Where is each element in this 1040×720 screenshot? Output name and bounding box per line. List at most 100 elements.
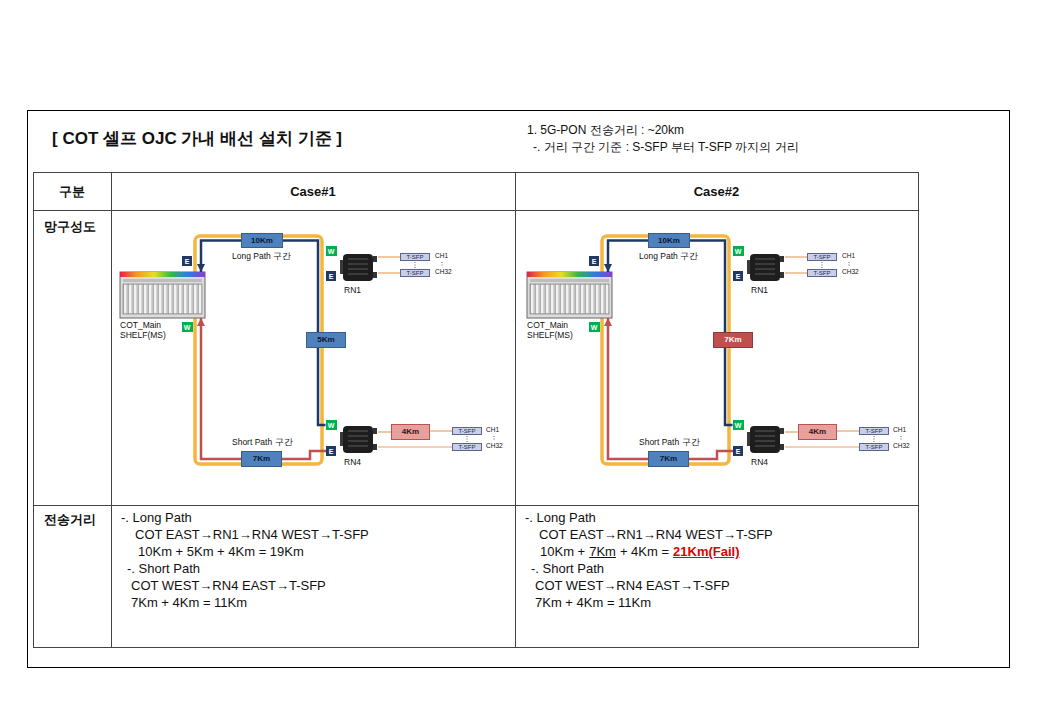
distance-box: 7Km	[713, 332, 753, 348]
node-label: COT_Main SHELF(MS)	[527, 321, 585, 341]
rn-icon	[340, 254, 377, 281]
node-label: RN1	[344, 286, 361, 296]
text-label: 10Km + 5Km + 4Km = 19Km	[138, 544, 304, 560]
distance-box: 4Km	[798, 424, 837, 440]
text-label: CH32	[842, 268, 859, 276]
page-title: [ COT 셀프 OJC 가내 배선 설치 기준 ]	[52, 129, 342, 149]
text-label: -. Long Path	[121, 510, 192, 526]
fiber-path	[785, 272, 807, 273]
dotted-line	[415, 262, 494, 442]
east-port: E	[326, 271, 336, 281]
east-port: E	[182, 256, 192, 266]
text-label: Long Path 구간	[232, 251, 291, 261]
east-port: E	[733, 446, 743, 456]
east-port: E	[589, 256, 599, 266]
node-text: T-SFP	[865, 444, 882, 450]
t-sfp-box: T-SFP	[807, 253, 837, 261]
node-text: E	[592, 258, 597, 265]
node-text: T-SFP	[458, 444, 475, 450]
text-label: COT EAST→RN1→RN4 WEST→T-SFP	[135, 527, 369, 543]
west-port: W	[326, 420, 337, 430]
remote-node: RN4	[747, 424, 785, 455]
network-illustration	[120, 236, 494, 464]
text-label: Case#2	[515, 184, 918, 200]
text-label: 1. 5G-PON 전송거리 : ~20km	[527, 123, 684, 137]
distance-box: 7Km	[241, 451, 282, 467]
node-text: W	[184, 324, 191, 331]
text-label: 망구성도	[44, 219, 96, 235]
node-text: E	[736, 273, 741, 280]
t-sfp-box: T-SFP	[859, 443, 889, 451]
node-text: T-SFP	[458, 428, 475, 434]
remote-node: RN4	[340, 424, 378, 455]
node-text: 5Km	[317, 336, 334, 344]
fiber-path	[785, 256, 807, 257]
east-port: E	[326, 446, 336, 456]
text-label: COT WEST→RN4 EAST→T-SFP	[131, 578, 326, 594]
text-label: 전송거리	[44, 512, 96, 528]
distance-box: 7Km	[648, 451, 689, 467]
text-label: CH1	[486, 426, 499, 434]
node-text: 10Km	[658, 237, 680, 245]
cot-shelf: COT_Main SHELF(MS)	[120, 272, 205, 318]
fiber-path	[689, 451, 733, 459]
node-text: T-SFP	[865, 428, 882, 434]
node-text: T-SFP	[406, 270, 423, 276]
node-text: 7Km	[724, 336, 741, 344]
text-label: CH1	[893, 426, 906, 434]
text-label: CH32	[486, 442, 503, 450]
text-label: COT WEST→RN4 EAST→T-SFP	[535, 578, 730, 594]
node-label: RN4	[344, 458, 361, 468]
network-illustration	[527, 236, 901, 464]
node-text: 7Km	[253, 455, 270, 463]
fiber-path	[785, 431, 798, 432]
remote-node: RN1	[747, 252, 785, 283]
west-port: W	[589, 322, 600, 332]
node-text: E	[185, 258, 190, 265]
text-label: CH32	[435, 268, 452, 276]
text-label: CH32	[893, 442, 910, 450]
text-label: CH1	[842, 252, 855, 260]
t-sfp-box: T-SFP	[859, 427, 889, 435]
fiber-path	[430, 430, 452, 431]
west-port: W	[733, 420, 744, 430]
fiber-path	[378, 446, 452, 447]
fiber-path	[318, 348, 326, 425]
distance-box: 5Km	[306, 332, 346, 348]
text-label: COT EAST→RN1→RN4 WEST→T-SFP	[539, 527, 773, 543]
west-port: W	[326, 246, 337, 256]
fiber-path	[378, 431, 391, 432]
text-label: Long Path 구간	[639, 251, 698, 261]
fiber-path	[725, 348, 733, 425]
cot-shelf-drawing	[120, 272, 205, 318]
node-label: RN4	[751, 458, 768, 468]
node-text: E	[329, 448, 334, 455]
text-label: 7Km	[589, 544, 616, 560]
node-text: 4Km	[809, 428, 826, 436]
west-port: W	[182, 322, 193, 332]
node-text: T-SFP	[813, 270, 830, 276]
distance-box: 10Km	[648, 233, 690, 248]
text-label: 10Km +	[540, 544, 585, 560]
node-text: 7Km	[660, 455, 677, 463]
fiber-path	[282, 451, 326, 459]
outer-frame	[28, 111, 1010, 668]
fiber-path	[378, 256, 400, 257]
fiber-path	[837, 430, 859, 431]
t-sfp-box: T-SFP	[807, 269, 837, 277]
table-grid	[33, 172, 919, 648]
fiber-path	[378, 272, 400, 273]
node-text: E	[736, 448, 741, 455]
node-text: T-SFP	[406, 254, 423, 260]
distance-box: 4Km	[391, 424, 430, 440]
fiber-ring	[195, 236, 322, 464]
node-text: W	[328, 248, 335, 255]
node-text: W	[735, 422, 742, 429]
west-port: W	[733, 246, 744, 256]
t-sfp-box: T-SFP	[452, 443, 482, 451]
cot-shelf: COT_Main SHELF(MS)	[527, 272, 612, 318]
node-text: W	[328, 422, 335, 429]
text-label: 7Km + 4Km = 11Km	[131, 595, 247, 611]
